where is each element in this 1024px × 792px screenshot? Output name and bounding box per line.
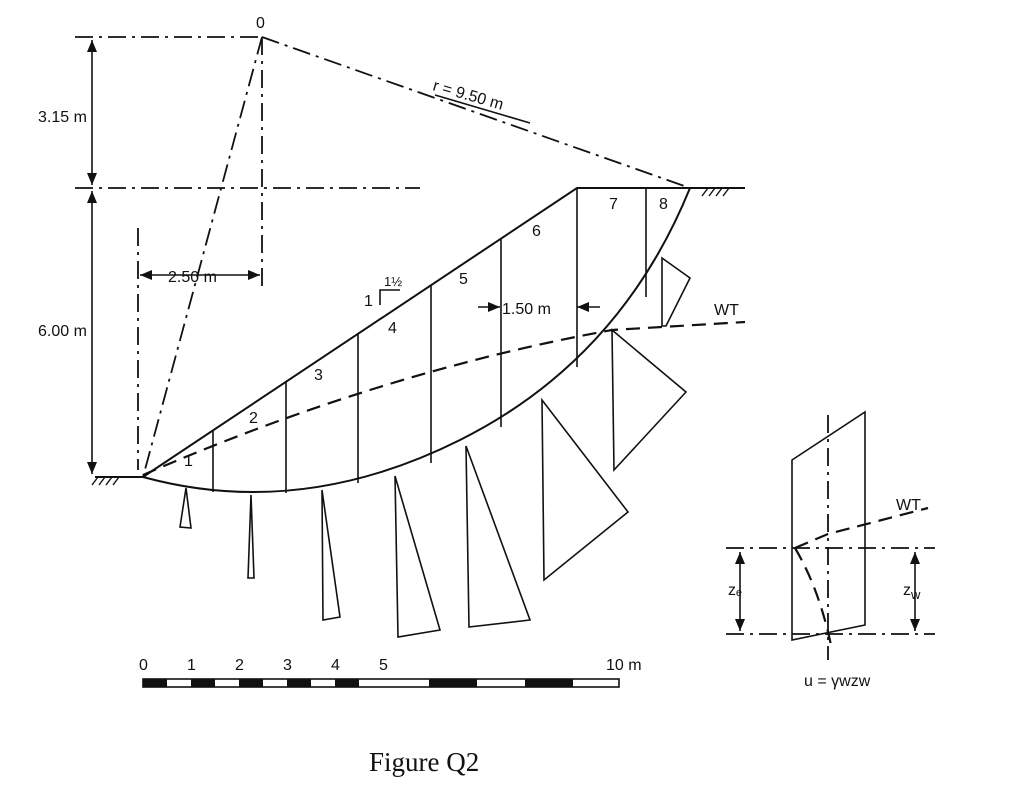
slice-numbers: 1 2 3 4 5 6 7 8: [184, 196, 668, 470]
scale-bar: 0 1 2 3 4 5 10 m: [139, 657, 642, 688]
dim-label-height: 6.00 m: [38, 323, 87, 340]
slice-number: 1: [184, 453, 193, 470]
slice-number: 5: [459, 271, 468, 288]
dimension-lines: [87, 40, 600, 474]
scale-label: 2: [235, 657, 244, 674]
pore-diagram-6: [541, 397, 630, 582]
dim-label-slice-width: 1.50 m: [502, 301, 551, 318]
pore-diagram-5: [465, 445, 532, 628]
slice-number: 6: [532, 223, 541, 240]
slice-number: 8: [659, 196, 668, 213]
water-table-label: WT: [714, 302, 739, 319]
slope-ratio-h: 1½: [384, 274, 402, 289]
pore-pressure-label: u = γwzw: [804, 673, 871, 690]
figure-caption: Figure Q2: [369, 747, 479, 777]
pore-pressure-diagrams: [179, 256, 692, 638]
construction-lines: [75, 36, 691, 478]
pore-diagram-8: [661, 256, 692, 327]
slip-circle-arc: [142, 187, 691, 493]
radius-label: r = 9.50 m: [431, 78, 505, 114]
slope-ratio-v: 1: [364, 293, 373, 310]
center-label: 0: [256, 15, 265, 32]
slice-number: 3: [314, 367, 323, 384]
dim-label-offset: 2.50 m: [168, 269, 217, 286]
ground-hatch-toe: [91, 476, 120, 486]
scale-label: 5: [379, 657, 388, 674]
scale-label: 1: [187, 657, 196, 674]
ground-hatch-crest: [701, 187, 730, 197]
ze-label: zₑ: [728, 582, 742, 599]
scale-label: 4: [331, 657, 340, 674]
slice-boundaries: [212, 188, 647, 493]
detail-water-table-label: WT: [896, 497, 921, 514]
slice-number: 4: [388, 320, 397, 337]
pore-diagram-1: [179, 487, 192, 529]
ground-surface: [91, 187, 745, 486]
pore-diagram-7: [611, 328, 688, 473]
dim-label-top: 3.15 m: [38, 109, 87, 126]
scale-label: 10 m: [606, 657, 642, 674]
pore-diagram-4: [394, 475, 442, 638]
scale-label: 3: [283, 657, 292, 674]
slice-number: 2: [249, 410, 258, 427]
slice-detail-inset: WT zₑ zw u = γwzw: [726, 410, 935, 690]
pore-diagram-3: [321, 489, 341, 621]
scale-label: 0: [139, 657, 148, 674]
pore-diagram-2: [247, 494, 255, 579]
detail-water-table: [794, 506, 929, 550]
slice-number: 7: [609, 196, 618, 213]
water-table-line: [142, 320, 746, 477]
detail-flow-line: [794, 547, 834, 651]
zw-label: zw: [903, 582, 921, 602]
